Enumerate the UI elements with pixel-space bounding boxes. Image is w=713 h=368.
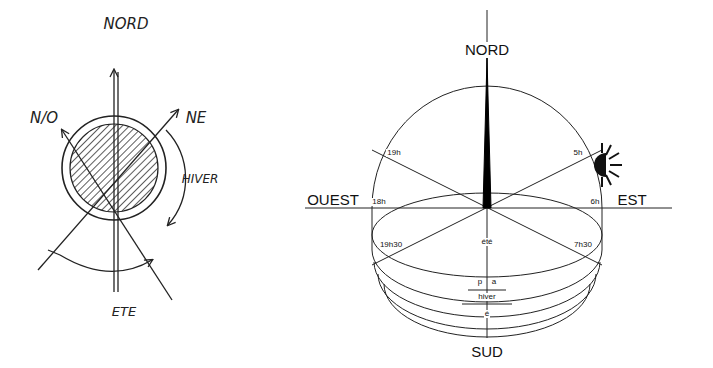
orientation-sketch — [38, 70, 186, 300]
hour-label: 6h — [590, 198, 601, 207]
season-label: a — [491, 278, 497, 287]
season-label: été — [480, 238, 493, 247]
compass-label: OUEST — [307, 192, 359, 209]
compass-label: NE — [186, 110, 207, 127]
compass-label: NORD — [464, 42, 510, 59]
hour-label: 5h — [573, 149, 584, 158]
season-label: ETE — [112, 305, 136, 319]
compass-label: N/O — [30, 110, 58, 127]
hour-label: 7h30 — [573, 241, 593, 250]
hour-label: 18h — [371, 198, 386, 207]
compass-label: EST — [617, 192, 646, 209]
season-label: hiver — [477, 293, 496, 302]
compass-label: NORD — [104, 16, 149, 33]
season-label: HIVER — [182, 173, 219, 186]
compass-label: SUD — [471, 344, 503, 361]
season-label: p — [477, 278, 483, 287]
hour-label: 19h — [386, 149, 401, 158]
sun-path-globe — [305, 10, 672, 338]
season-label: é — [484, 310, 490, 319]
hour-label: 19h30 — [379, 241, 403, 250]
sun-symbol — [594, 143, 622, 187]
